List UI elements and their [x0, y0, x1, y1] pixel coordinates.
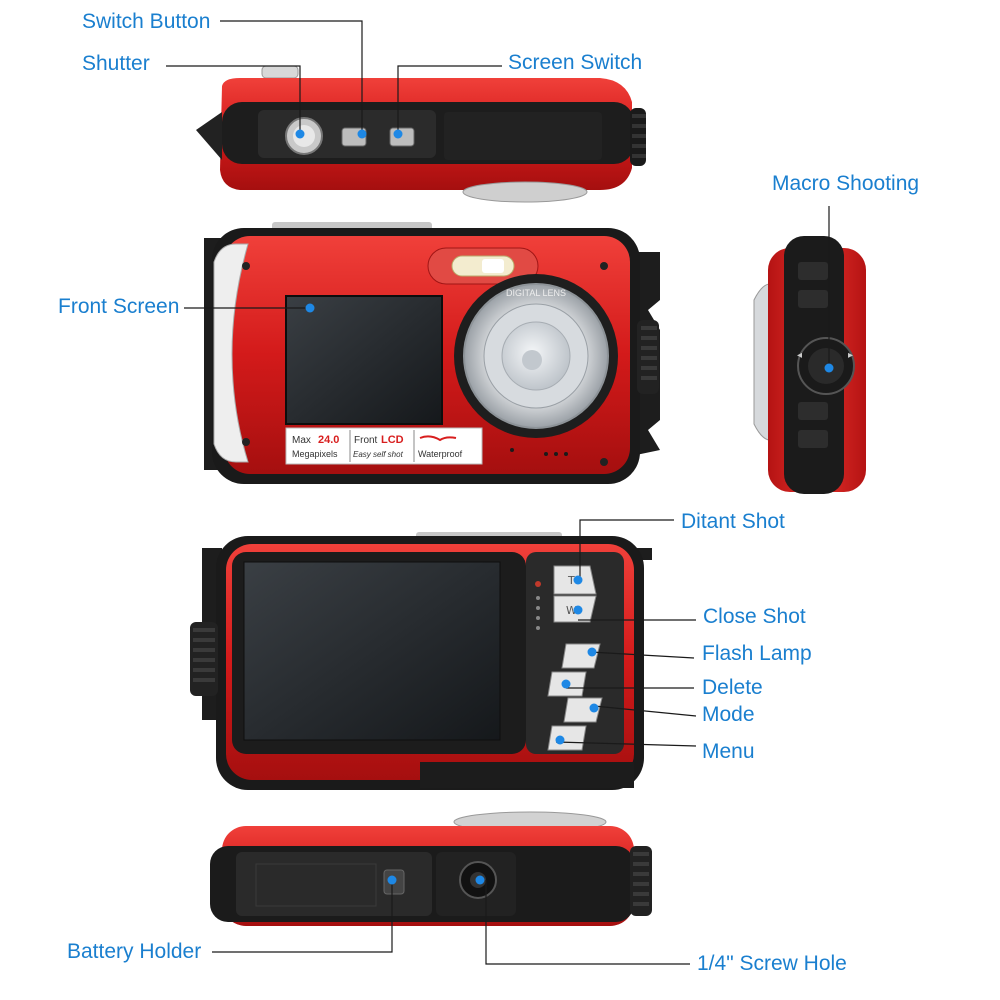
label-macro-shooting: Macro Shooting — [772, 172, 920, 195]
label-delete: Delete — [702, 676, 763, 699]
front-screen — [285, 295, 443, 425]
battery-door — [236, 852, 432, 916]
screen-switch-button — [389, 127, 415, 147]
label-battery-holder: Battery Holder — [67, 940, 202, 963]
label-front-screen: Front Screen — [58, 295, 180, 318]
badge-front: Front — [354, 435, 378, 446]
feature-badge — [285, 427, 483, 465]
rear-screen — [243, 561, 501, 741]
badge-megapixels: Megapixels — [292, 449, 338, 459]
menu-button — [547, 725, 587, 751]
swimmer-icon — [419, 435, 457, 442]
label-switch-button: Switch Button — [82, 10, 211, 33]
badge-megapixel-value: 24.0 — [318, 434, 339, 446]
svg-text:◂: ◂ — [797, 350, 802, 361]
svg-text:▸: ▸ — [848, 350, 853, 361]
camera-bottom-view — [210, 811, 652, 926]
label-screw-hole: 1/4" Screw Hole — [697, 952, 847, 975]
camera-top-view — [196, 65, 646, 203]
badge-self-shot: Easy self shot — [353, 450, 404, 459]
label-close-shot: Close Shot — [703, 605, 806, 628]
camera-back-view: T W — [190, 532, 652, 790]
flash-lamp-button — [561, 643, 601, 669]
camera-front-view: DIGITAL LENS Max 24.0 Megapixels Front L… — [204, 222, 660, 484]
lens-ring-text: DIGITAL LENS — [506, 288, 566, 298]
leader-lines — [166, 20, 830, 965]
label-menu: Menu — [702, 740, 755, 763]
badge-lcd: LCD — [381, 434, 404, 446]
label-distant-shot: Ditant Shot — [681, 510, 785, 533]
callout-markers — [295, 129, 834, 885]
badge-max: Max — [292, 435, 311, 446]
label-flash-lamp: Flash Lamp — [702, 642, 812, 665]
label-screen-switch: Screen Switch — [508, 51, 643, 74]
label-shutter: Shutter — [82, 52, 150, 75]
svg-text:W: W — [566, 604, 577, 617]
zoom-rocker: T W — [553, 565, 597, 623]
svg-text:T: T — [567, 574, 575, 587]
label-mode: Mode — [702, 703, 755, 726]
camera-side-view: ◂ ▸ — [753, 236, 866, 494]
badge-waterproof: Waterproof — [418, 449, 463, 459]
